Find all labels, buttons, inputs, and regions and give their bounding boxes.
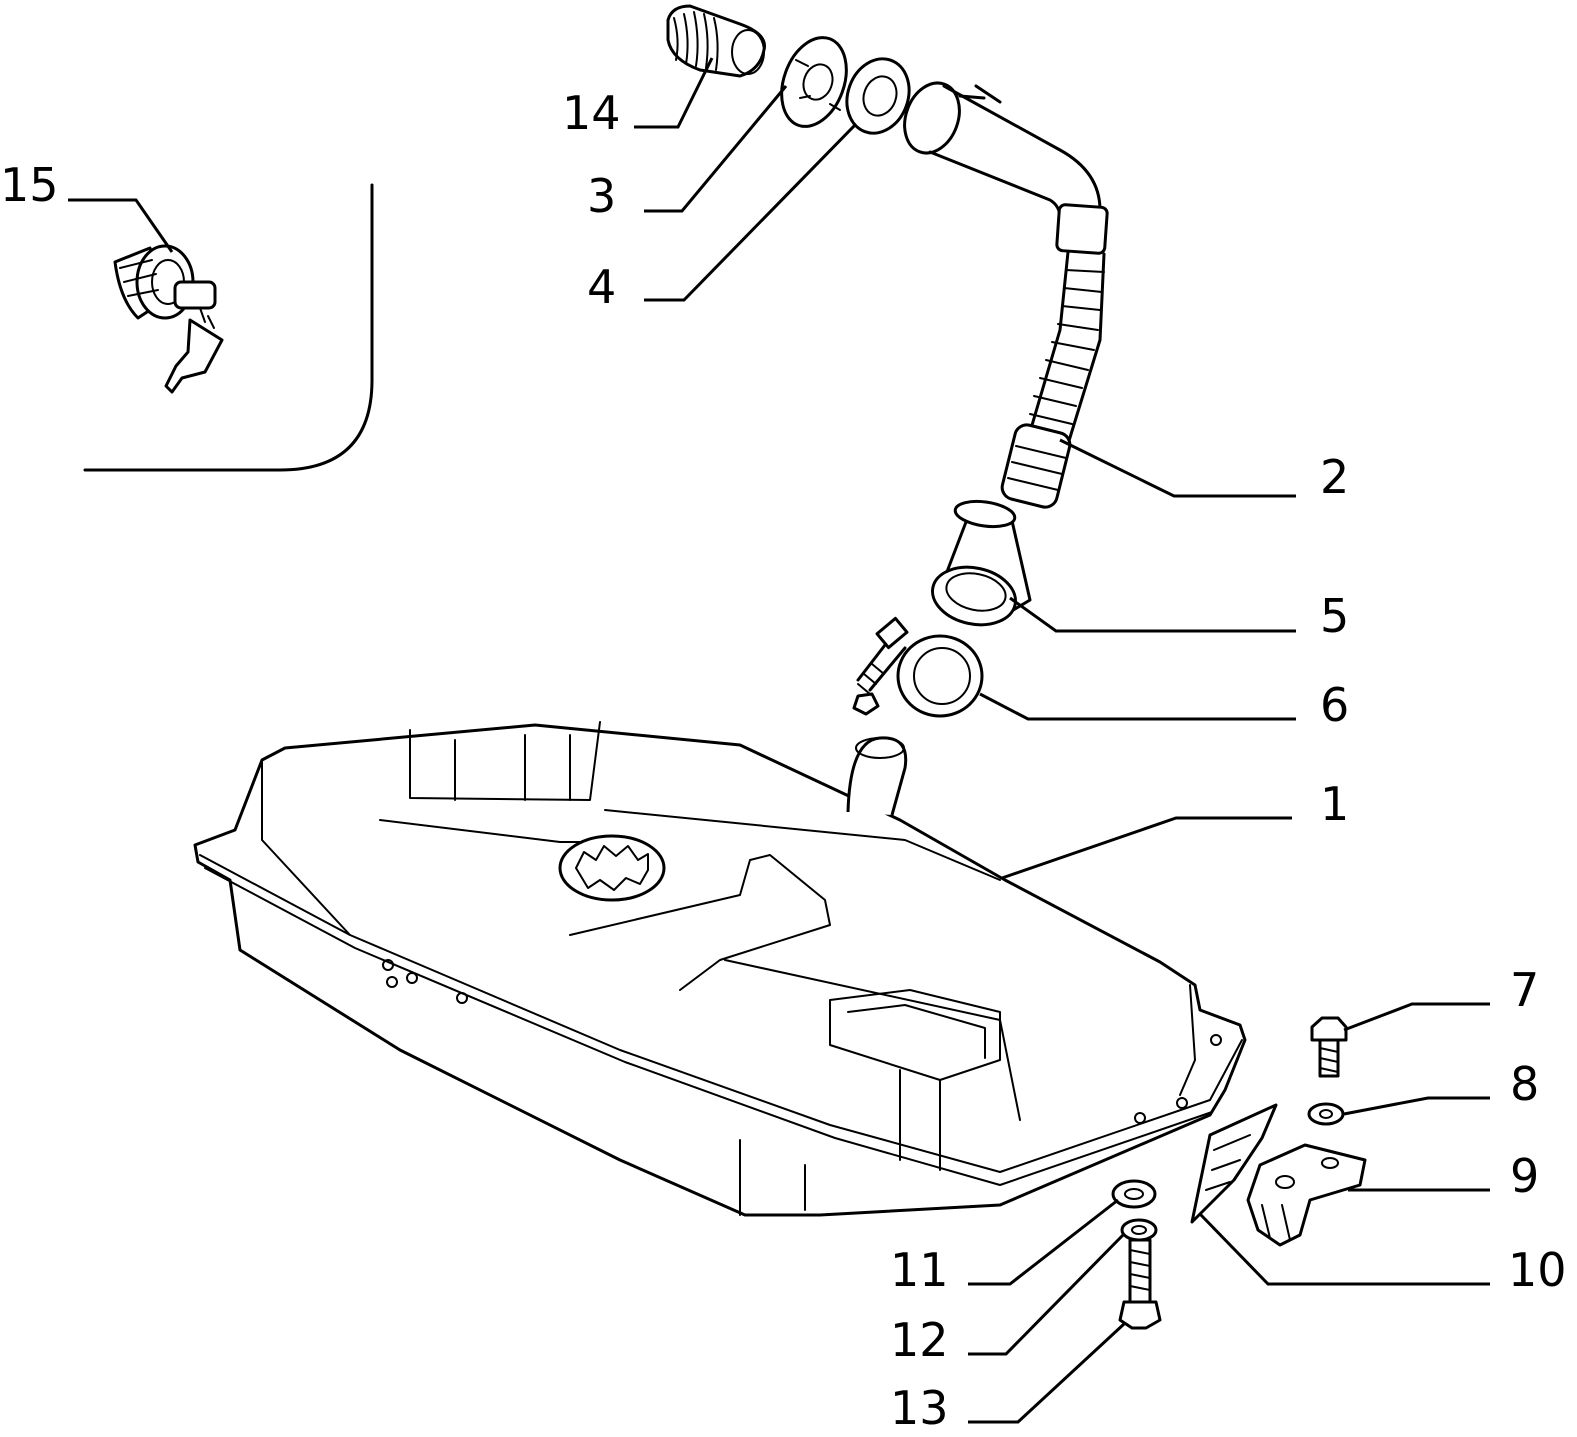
part-3-gasket	[780, 36, 848, 128]
callout-labels: 15 14 3 4 2 5 6 1 7 8 9 10 11 12 13	[0, 86, 1567, 1435]
part-7-bolt	[1310, 1016, 1348, 1078]
callout-14: 14	[562, 86, 621, 140]
callout-2: 2	[1320, 450, 1349, 504]
part-8-washer	[1307, 1102, 1345, 1126]
part-13-bolt	[1118, 1238, 1162, 1330]
part-14-rubber-boot	[666, 4, 766, 78]
part-1-fuel-tank	[193, 721, 1247, 1217]
callout-10: 10	[1508, 1243, 1567, 1297]
callout-8: 8	[1510, 1057, 1539, 1111]
part-2-filler-neck	[903, 81, 1109, 509]
callout-12: 12	[890, 1313, 949, 1367]
part-9-bracket	[1246, 1143, 1367, 1247]
part-10-pad	[1190, 1103, 1278, 1224]
callout-1: 1	[1320, 777, 1349, 831]
callout-4: 4	[587, 260, 616, 314]
part-11-washer	[1111, 1179, 1157, 1209]
part-6-hose-clamp	[852, 616, 984, 718]
callout-9: 9	[1510, 1149, 1539, 1203]
callout-6: 6	[1320, 678, 1349, 732]
callout-7: 7	[1510, 963, 1539, 1017]
callout-11: 11	[890, 1243, 949, 1297]
leader-lines	[68, 57, 1490, 1424]
callout-3: 3	[587, 169, 616, 223]
inset-frame	[83, 183, 374, 472]
callout-5: 5	[1320, 589, 1349, 643]
part-5-sleeve	[931, 499, 1032, 627]
callout-15: 15	[0, 158, 59, 212]
part-15-locking-cap	[113, 244, 224, 394]
part-4-washer	[845, 57, 911, 135]
part-12-spring-washer	[1120, 1218, 1158, 1242]
callout-13: 13	[890, 1381, 949, 1435]
